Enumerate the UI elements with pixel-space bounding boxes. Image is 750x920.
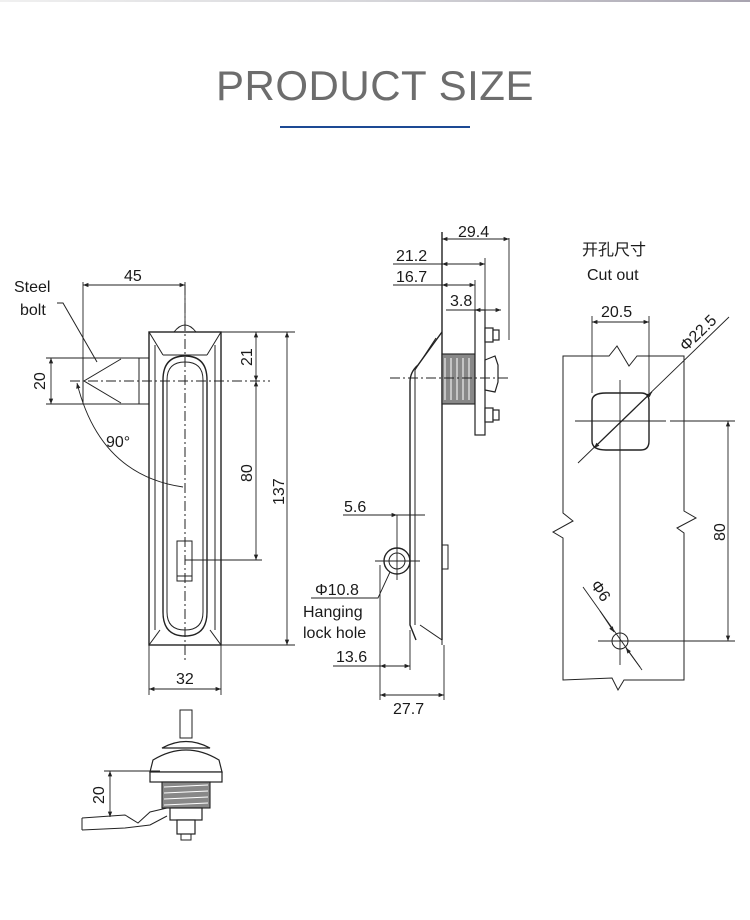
top-border-line bbox=[0, 0, 750, 2]
label-steel-bolt-line1: Steel bbox=[14, 279, 50, 296]
label-steel-bolt-line2: bolt bbox=[20, 302, 46, 319]
dim-angle-90: 90° bbox=[106, 434, 130, 451]
dim-cutout-80: 80 bbox=[712, 523, 729, 541]
dim-3-8: 3.8 bbox=[450, 293, 472, 310]
front-view: Steel bolt 45 20 90° 21 80 137 32 bbox=[14, 268, 295, 695]
dim-cutout-22-5: Φ22.5 bbox=[677, 312, 720, 355]
steel-bolt bbox=[82, 357, 150, 405]
dim-21-2: 21.2 bbox=[396, 248, 427, 265]
label-hanging-line2: lock hole bbox=[303, 625, 366, 642]
cutout-title-cn: 开孔尺寸 bbox=[582, 241, 646, 259]
cutout-view: 开孔尺寸 Cut out 20.5 Φ22.5 80 Φ6 bbox=[551, 241, 735, 692]
dim-137: 137 bbox=[271, 478, 288, 505]
dim-cam-20: 20 bbox=[91, 786, 108, 804]
dim-cutout-6: Φ6 bbox=[587, 578, 613, 606]
dim-29-4: 29.4 bbox=[458, 224, 489, 241]
cutout-title-en: Cut out bbox=[587, 267, 639, 284]
page-title: PRODUCT SIZE bbox=[216, 62, 534, 109]
dim-5-6: 5.6 bbox=[344, 499, 366, 516]
dim-cutout-20-5: 20.5 bbox=[601, 304, 632, 321]
dim-hole-10-8: Φ10.8 bbox=[315, 582, 359, 599]
label-hanging-line1: Hanging bbox=[303, 604, 363, 621]
dim-80: 80 bbox=[239, 464, 256, 482]
dim-45: 45 bbox=[124, 268, 142, 285]
dim-16-7: 16.7 bbox=[396, 269, 427, 286]
side-view: 29.4 21.2 16.7 3.8 5.6 Φ10.8 Hanging loc… bbox=[303, 224, 510, 718]
dim-32: 32 bbox=[176, 671, 194, 688]
dim-13-6: 13.6 bbox=[336, 649, 367, 666]
dim-bolt-20: 20 bbox=[32, 372, 49, 390]
bottom-view: 20 bbox=[81, 709, 223, 841]
dim-21: 21 bbox=[239, 348, 256, 366]
title-underline bbox=[280, 126, 470, 128]
dim-27-7: 27.7 bbox=[393, 701, 424, 718]
spring-coil bbox=[161, 781, 211, 809]
handle-slot bbox=[162, 355, 208, 637]
